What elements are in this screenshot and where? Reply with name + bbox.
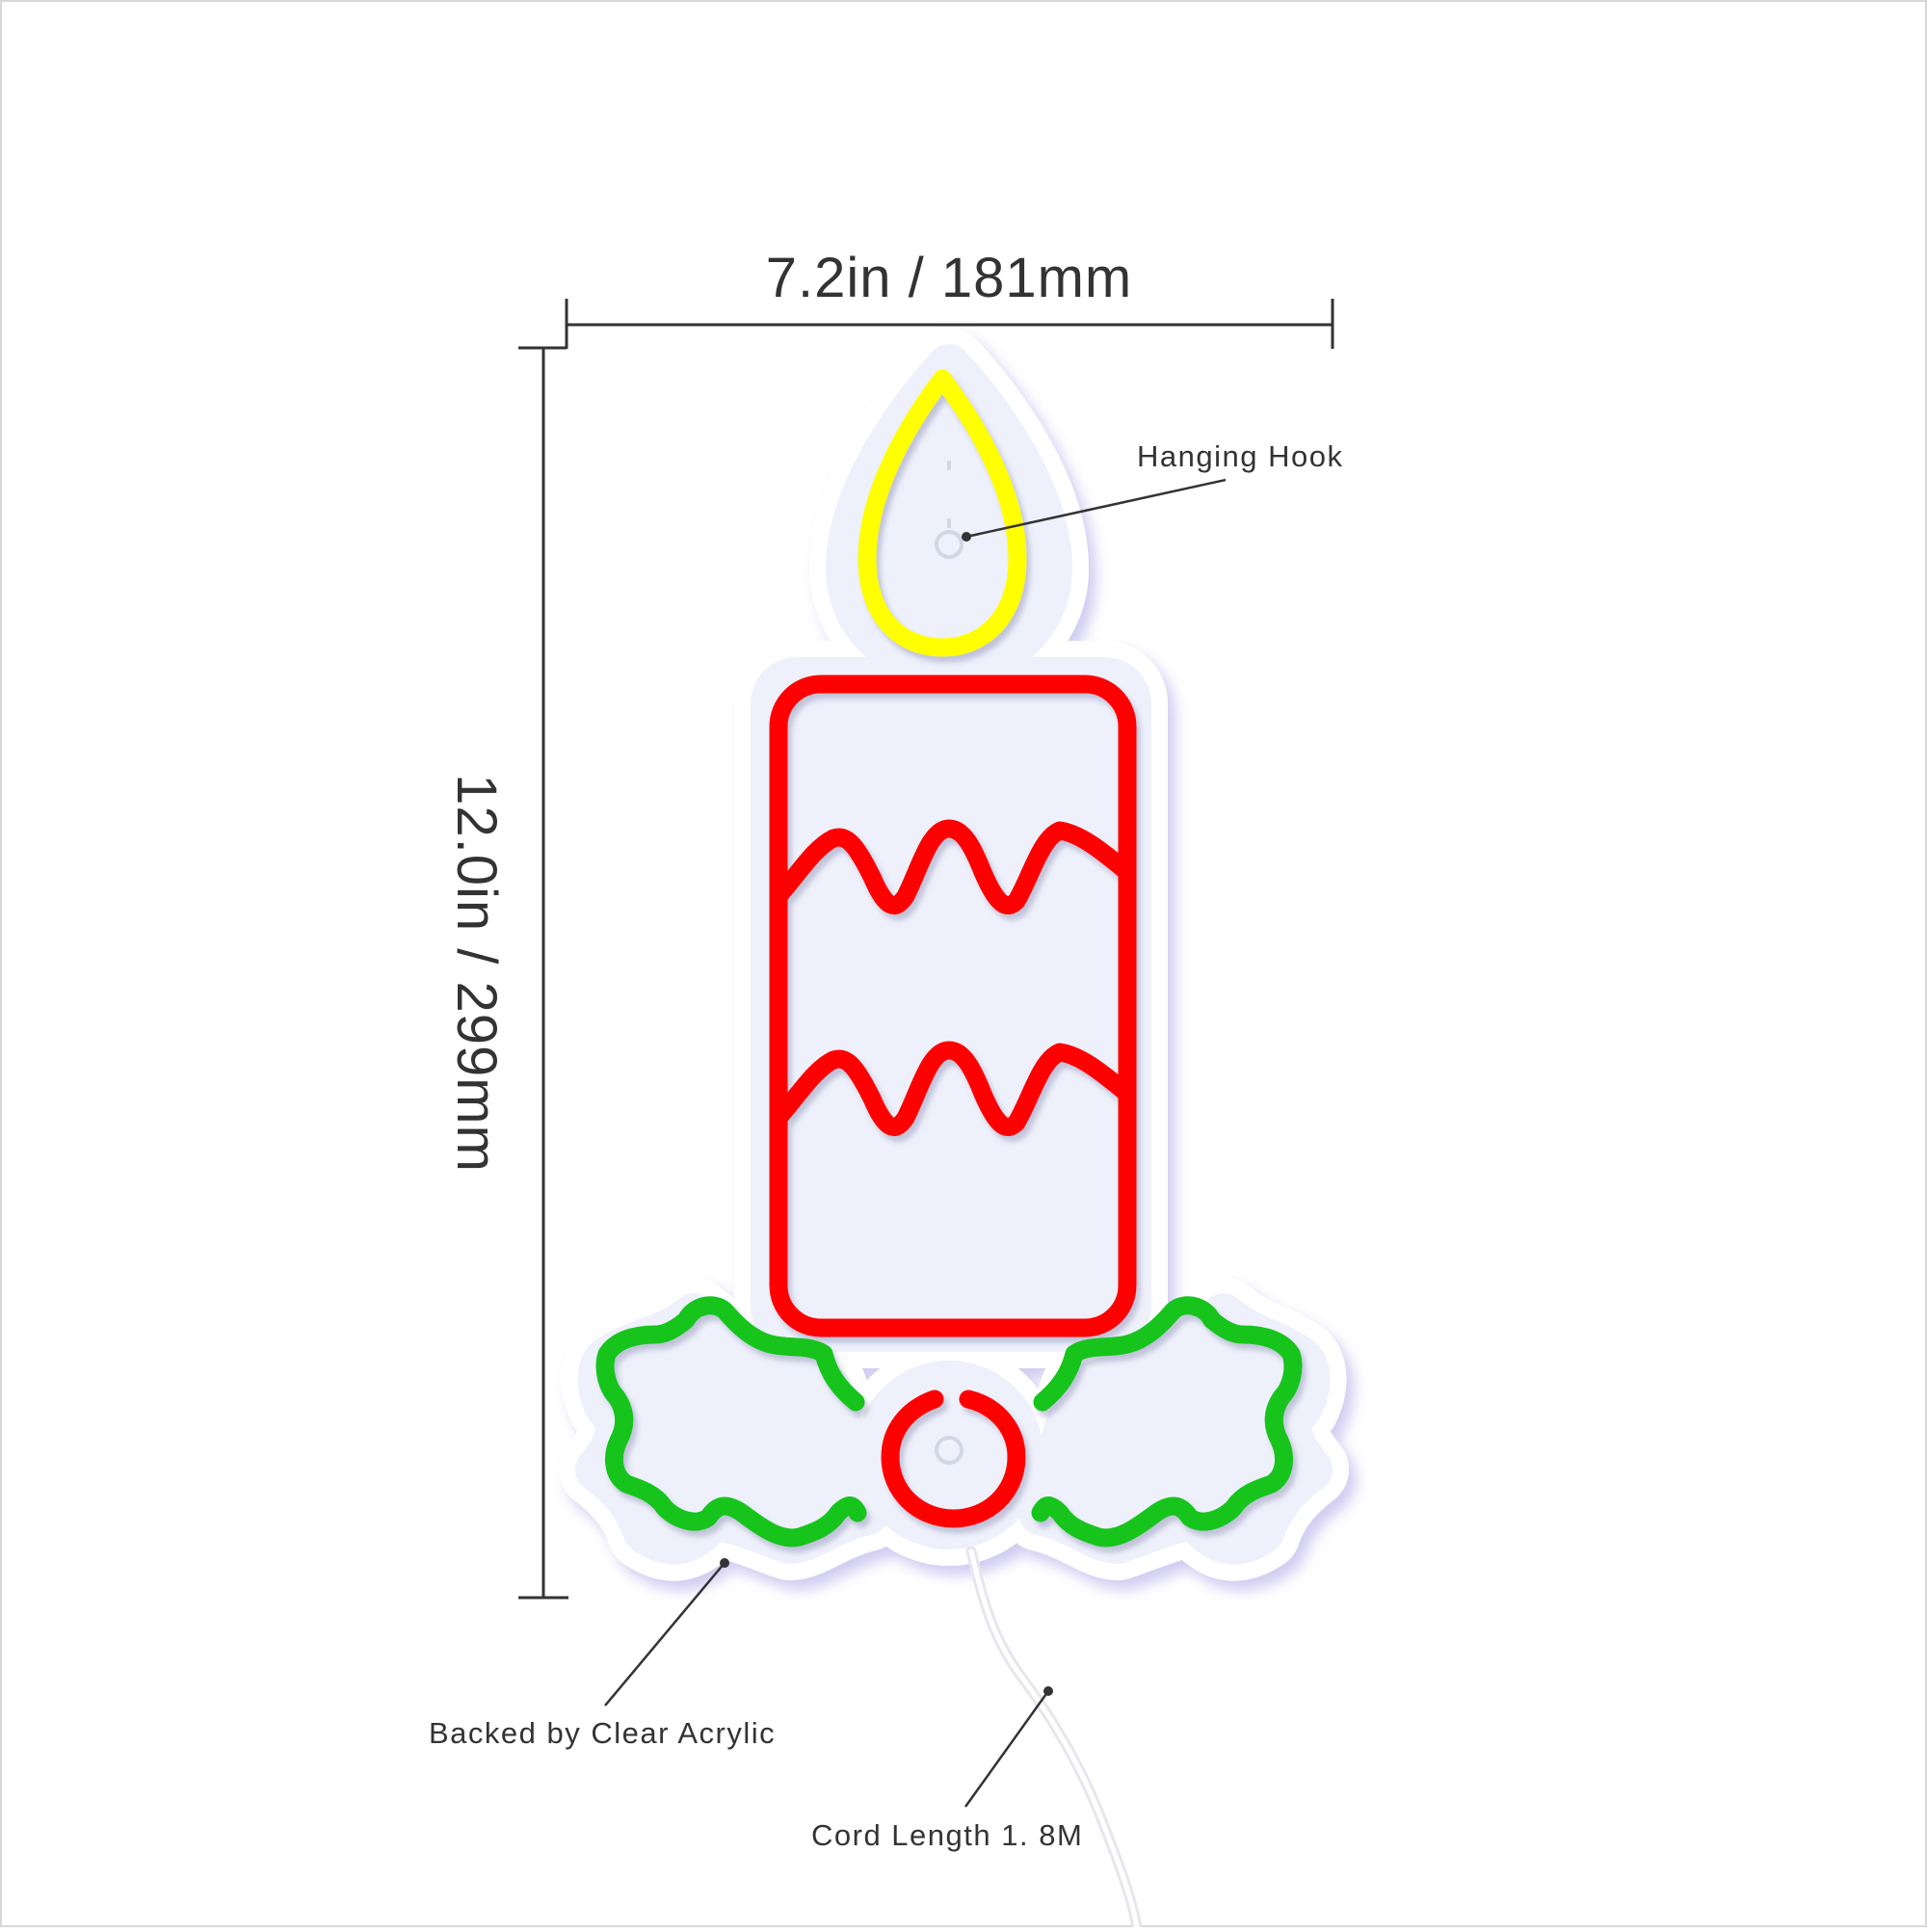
width-dimension <box>518 299 1334 350</box>
candle-wave-tube <box>769 1041 1137 1136</box>
backing-callout <box>604 1558 729 1707</box>
cord-callout-label: Cord Length 1. 8M <box>811 1818 1083 1852</box>
hook-callout-label: Hanging Hook <box>1137 439 1343 473</box>
hook-icon <box>935 518 964 559</box>
height-dimension <box>518 348 568 1600</box>
holly-leaf-right-tube <box>1031 1296 1303 1548</box>
acrylic-backing <box>559 328 1349 1581</box>
holly-leaf-left-tube <box>595 1296 867 1548</box>
candle-body-tube <box>769 675 1137 1337</box>
power-ring-tube <box>881 1389 1026 1528</box>
cord-callout <box>964 1686 1053 1808</box>
hook-icon <box>935 461 964 1465</box>
candle-wave-tube <box>769 819 1137 914</box>
backing-callout-label: Backed by Clear Acrylic <box>429 1716 776 1750</box>
power-cord <box>965 1546 1143 1932</box>
flame-tube <box>858 369 1027 657</box>
height-label: 12.0in / 299mm <box>445 774 508 1173</box>
hook-callout <box>962 478 1227 542</box>
width-label: 7.2in / 181mm <box>766 247 1133 309</box>
